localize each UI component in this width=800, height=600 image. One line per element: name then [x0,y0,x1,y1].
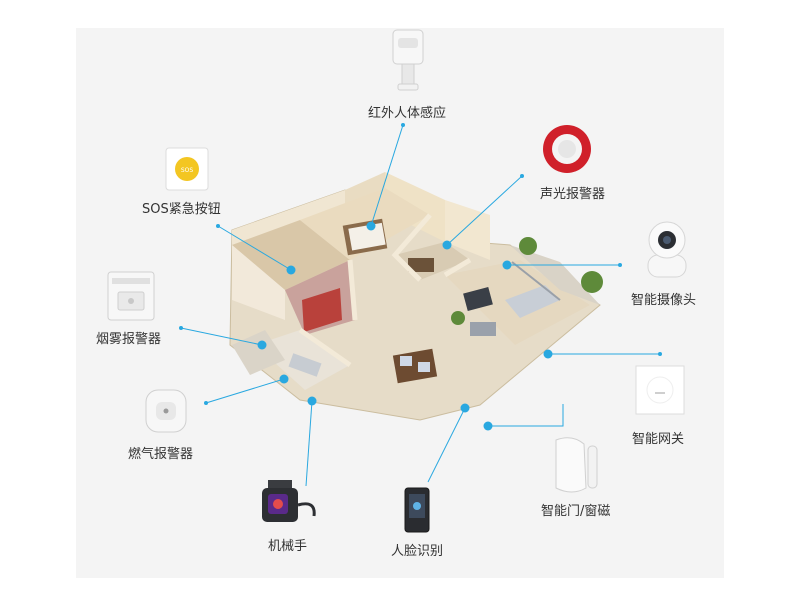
label-face-recognition: 人脸识别 [391,544,444,559]
connector-sos [217,225,292,271]
siren-alarm-icon [543,125,591,173]
connector-smoke [180,327,263,346]
pir-motion-sensor-icon [392,29,424,91]
valve-manipulator-icon [262,480,316,522]
connector-siren [446,175,523,246]
smart-gateway-icon [635,365,685,415]
label-gas-detector: 燃气报警器 [128,447,194,462]
label-infrared-sensor: 红外人体感应 [368,106,447,121]
connector-dots [179,123,662,431]
label-door-window-sensor: 智能门/窗磁 [541,504,611,519]
connector-door [488,404,564,427]
label-smart-gateway: 智能网关 [632,432,685,447]
door-window-sensor-icon [555,437,598,493]
connector-lines [180,124,660,487]
connector-face [427,407,466,483]
label-siren-alarm: 声光报警器 [540,187,606,202]
smart-camera-icon [647,221,687,278]
label-valve-manipulator: 机械手 [268,539,308,554]
label-smart-camera: 智能摄像头 [631,293,697,308]
face-recognition-icon [404,487,430,533]
sos-button-icon: SOS [165,147,209,191]
connector-valve [305,400,313,487]
connector-infrared [370,124,404,227]
label-sos-button: SOS紧急按钮 [142,202,221,217]
smoke-detector-icon [107,271,155,321]
gas-detector-icon [145,389,187,433]
isometric-house [229,172,603,421]
label-smoke-detector: 烟雾报警器 [96,332,162,347]
svg-text:SOS: SOS [181,167,194,174]
connector-gas [205,378,285,404]
